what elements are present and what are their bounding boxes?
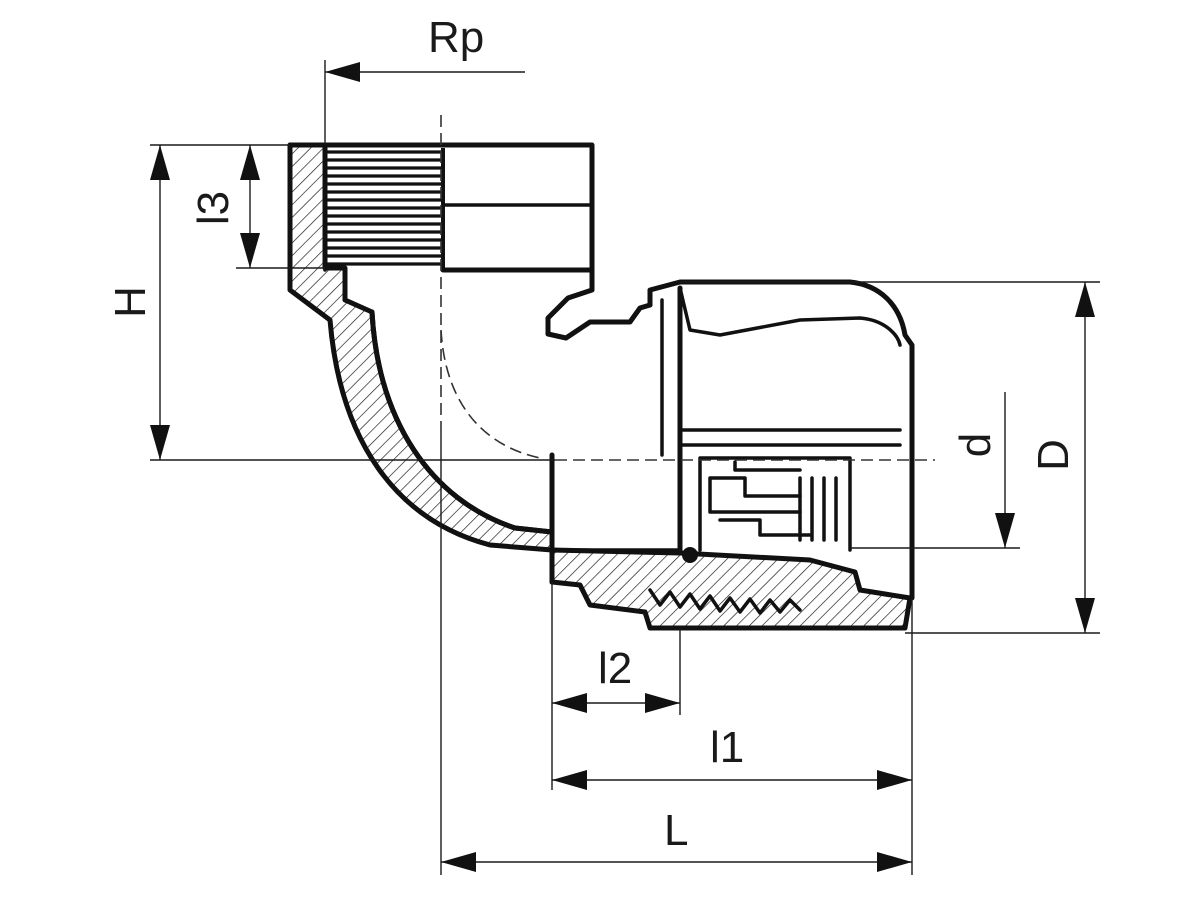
- l1-arrow-right: [877, 770, 912, 790]
- label-rp: Rp: [428, 13, 484, 62]
- nut-thread-serration: [648, 588, 802, 615]
- L-arrow-left: [441, 852, 476, 872]
- inner-bend-line: [369, 309, 555, 535]
- d-arrow: [995, 513, 1015, 548]
- label-d: d: [951, 433, 1000, 457]
- label-h: H: [106, 286, 155, 318]
- label-l2: l2: [598, 644, 632, 693]
- o-ring: [682, 547, 698, 563]
- label-L: L: [664, 806, 688, 855]
- bend-centerline: [440, 329, 541, 459]
- fitting-body: [287, 142, 915, 631]
- internal-thread: [325, 148, 445, 270]
- grip-teeth: [798, 476, 838, 542]
- label-l3: l3: [189, 191, 238, 225]
- D-arrow-top: [1075, 282, 1095, 317]
- l2-arrow-left: [552, 693, 587, 713]
- dimension-labels: Rp l3 H d D l2 l1 L: [106, 13, 1078, 855]
- l2-arrow-right: [645, 693, 680, 713]
- coupling-wall-section: [549, 547, 913, 631]
- latch-hook: [545, 267, 653, 341]
- center-lines: [440, 115, 935, 461]
- D-arrow-bottom: [1075, 598, 1095, 633]
- h-arrow-bottom: [150, 425, 170, 460]
- rp-arrow: [325, 62, 360, 82]
- coupling-nut-inner: [660, 286, 902, 457]
- label-D: D: [1029, 439, 1078, 471]
- l1-arrow-left: [552, 770, 587, 790]
- grip-ring: [698, 456, 852, 552]
- h-arrow-top: [150, 145, 170, 180]
- label-l1: l1: [710, 723, 744, 772]
- l3-arrow-top: [240, 145, 260, 180]
- l3-arrow-bottom: [240, 233, 260, 268]
- L-arrow-right: [877, 852, 912, 872]
- dimension-lines: [150, 60, 1100, 875]
